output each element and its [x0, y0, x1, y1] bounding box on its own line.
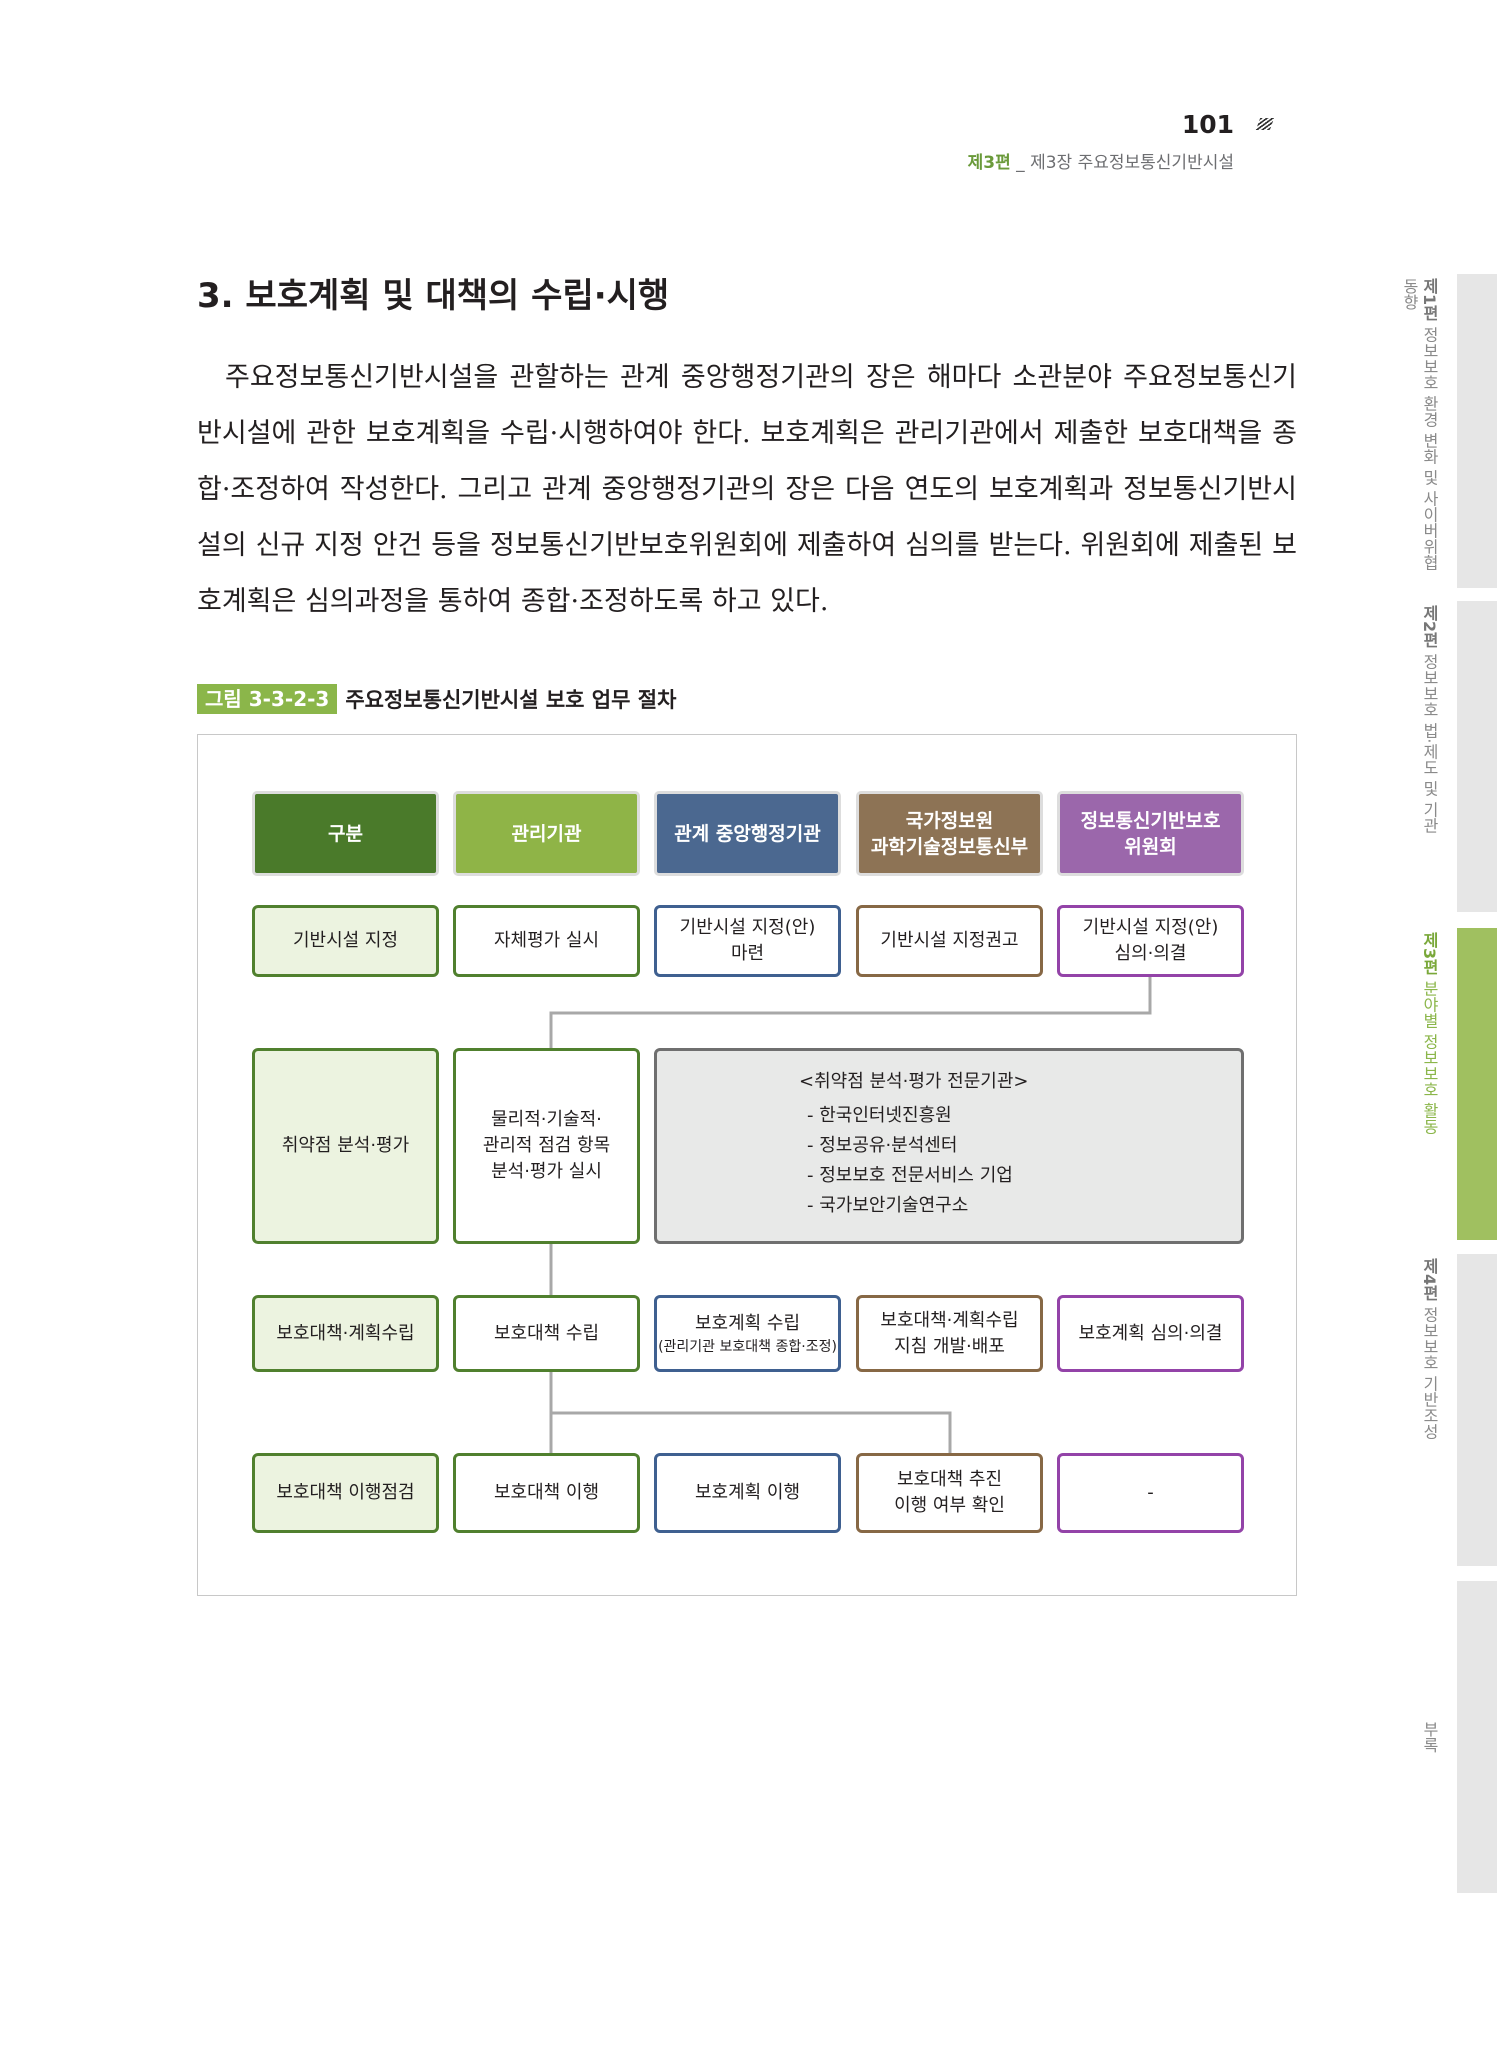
row-label-box: 취약점 분석·평가 [252, 1048, 439, 1244]
page-number: 101 [1181, 110, 1234, 139]
step-box: 보호대책 이행 [453, 1453, 640, 1533]
step-box: 물리적·기술적· 관리적 점검 항목 분석·평가 실시 [453, 1048, 640, 1244]
expert-agency-item: - 정보공유·분석센터 [807, 1135, 958, 1156]
side-tab-1[interactable] [1457, 274, 1497, 588]
step-text: 기반시설 지정권고 [880, 930, 1019, 951]
side-tab-title: 정보보호 기반조성 [1420, 1306, 1439, 1440]
row-label-box: 보호대책 이행점검 [252, 1453, 439, 1533]
step-box: 보호계획 심의·의결 [1057, 1295, 1244, 1372]
plan-box-content: 보호계획 수립 (관리기관 보호대책 종합·조정) [658, 1311, 837, 1357]
step-text: 기반시설 지정(안) 심의·의결 [1082, 917, 1219, 964]
expert-agency-item: - 정보보호 전문서비스 기업 [807, 1165, 1013, 1186]
body-paragraph: 주요정보통신기반시설을 관할하는 관계 중앙행정기관의 장은 해마다 소관분야 … [197, 350, 1297, 630]
figure-caption: 그림 3-3-2-3 주요정보통신기반시설 보호 업무 절차 [197, 684, 676, 714]
step-text: 보호계획 수립 [694, 1312, 801, 1334]
step-box: 자체평가 실시 [453, 905, 640, 977]
side-tab-4[interactable] [1457, 1254, 1497, 1566]
side-tab-title: 정보보호 법·제도 및 기관 [1420, 653, 1439, 834]
running-header-separator: _ [1010, 153, 1031, 173]
row-label-text: 기반시설 지정 [292, 930, 399, 951]
step-box: 보호대책 수립 [453, 1295, 640, 1372]
step-text: 보호대책 이행 [493, 1482, 600, 1503]
step-box: 보호대책 추진 이행 여부 확인 [856, 1453, 1043, 1533]
connector-plan-to-guideline-check [551, 1411, 952, 1453]
corner-mark-icon [1255, 118, 1275, 130]
side-tab-title: 분야별 정보보호 활동 [1420, 980, 1439, 1135]
side-tab-label[interactable]: 제4편 정보보호 기반조성 [1419, 1258, 1439, 1560]
side-tab-title: 부록 [1420, 1721, 1439, 1753]
step-box: 보호대책·계획수립 지침 개발·배포 [856, 1295, 1043, 1372]
step-text: - [1147, 1482, 1154, 1503]
connector-lines [549, 977, 1152, 1453]
plan-note: (관리기관 보호대책 종합·조정) [658, 1338, 837, 1355]
process-diagram: 구분 관리기관 관계 중앙행정기관 국가정보원 과학기술정보통신부 정보통신기반보호 위… [197, 734, 1297, 1596]
running-header: 제3편 _ 제3장 주요정보통신기반시설 [900, 148, 1234, 173]
step-box: 기반시설 지정(안) 마련 [654, 905, 841, 977]
column-header-label: 정보통신기반보호 위원회 [1080, 809, 1221, 858]
side-tab-part: 제2편 [1420, 605, 1439, 649]
step-box: 기반시설 지정(안) 심의·의결 [1057, 905, 1244, 977]
expert-agency-item: - 국가보안기술연구소 [807, 1195, 969, 1216]
step-text: 기반시설 지정(안) 마련 [679, 917, 816, 964]
connector-designation-to-analysis [549, 977, 1152, 1048]
row-label-text: 보호대책 이행점검 [276, 1482, 415, 1503]
running-header-part: 제3편 [967, 153, 1011, 173]
column-header: 관리기관 [453, 791, 640, 876]
side-tab-part: 제4편 [1420, 1258, 1439, 1302]
side-tab-part: 제1편 [1420, 278, 1439, 322]
column-header-label: 관리기관 [511, 822, 582, 845]
side-tab-part: 제3편 [1420, 932, 1439, 976]
step-text: 보호계획 이행 [694, 1482, 801, 1503]
expert-agency-item: - 한국인터넷진흥원 [807, 1105, 952, 1126]
step-text: 물리적·기술적· 관리적 점검 항목 분석·평가 실시 [482, 1109, 611, 1182]
side-tab-5[interactable] [1457, 1581, 1497, 1893]
expert-agencies-title: <취약점 분석·평가 전문기관> [799, 1071, 1029, 1092]
side-tab-label[interactable]: 제3편 분야별 정보보호 활동 [1419, 932, 1439, 1234]
side-tab-label[interactable]: 제2편 정보보호 법·제도 및 기관 [1419, 605, 1439, 906]
running-header-chapter: 제3장 주요정보통신기반시설 [1030, 153, 1234, 173]
side-tab-3[interactable] [1457, 928, 1497, 1240]
figure-title: 주요정보통신기반시설 보호 업무 절차 [345, 688, 677, 712]
side-tab-label[interactable]: 제1편 정보보호 환경 변화 및 사이버위협 동향 [1399, 278, 1439, 582]
column-header: 구분 [252, 791, 439, 876]
step-box: 보호계획 이행 [654, 1453, 841, 1533]
side-tab-title: 정보보호 환경 변화 및 사이버위협 동향 [1400, 278, 1439, 571]
row-label-text: 보호대책·계획수립 [276, 1322, 415, 1344]
step-box: 기반시설 지정권고 [856, 905, 1043, 977]
column-header: 국가정보원 과학기술정보통신부 [856, 791, 1043, 876]
expert-agencies-list: <취약점 분석·평가 전문기관> - 한국인터넷진흥원 - 정보공유·분석센터 - 정… [657, 1051, 1029, 1221]
column-header: 관계 중앙행정기관 [654, 791, 841, 876]
column-header-label: 구분 [328, 822, 363, 845]
step-text: 보호대책 추진 이행 여부 확인 [894, 1469, 1005, 1516]
side-tab-label[interactable]: 부록 [1419, 1721, 1439, 1821]
column-header-label: 관계 중앙행정기관 [674, 822, 821, 845]
section-heading: 3. 보호계획 및 대책의 수립·시행 [197, 276, 670, 316]
step-text: 보호대책·계획수립 지침 개발·배포 [880, 1309, 1019, 1357]
step-text: 자체평가 실시 [493, 930, 600, 951]
row-label-box: 기반시설 지정 [252, 905, 439, 977]
column-header: 정보통신기반보호 위원회 [1057, 791, 1244, 876]
step-box: 보호계획 수립 (관리기관 보호대책 종합·조정) [654, 1295, 841, 1372]
column-header-label: 국가정보원 과학기술정보통신부 [870, 809, 1029, 858]
row-label-text: 취약점 분석·평가 [281, 1135, 410, 1156]
step-box: - [1057, 1453, 1244, 1533]
figure-label: 그림 3-3-2-3 [197, 684, 338, 714]
side-tab-2[interactable] [1457, 601, 1497, 912]
row-label-box: 보호대책·계획수립 [252, 1295, 439, 1372]
paragraph-text: 주요정보통신기반시설을 관할하는 관계 중앙행정기관의 장은 해마다 소관분야 … [197, 362, 1297, 617]
expert-agencies-box: <취약점 분석·평가 전문기관> - 한국인터넷진흥원 - 정보공유·분석센터 - 정… [654, 1048, 1244, 1244]
step-text: 보호계획 심의·의결 [1078, 1322, 1223, 1344]
step-text: 보호대책 수립 [493, 1322, 600, 1344]
